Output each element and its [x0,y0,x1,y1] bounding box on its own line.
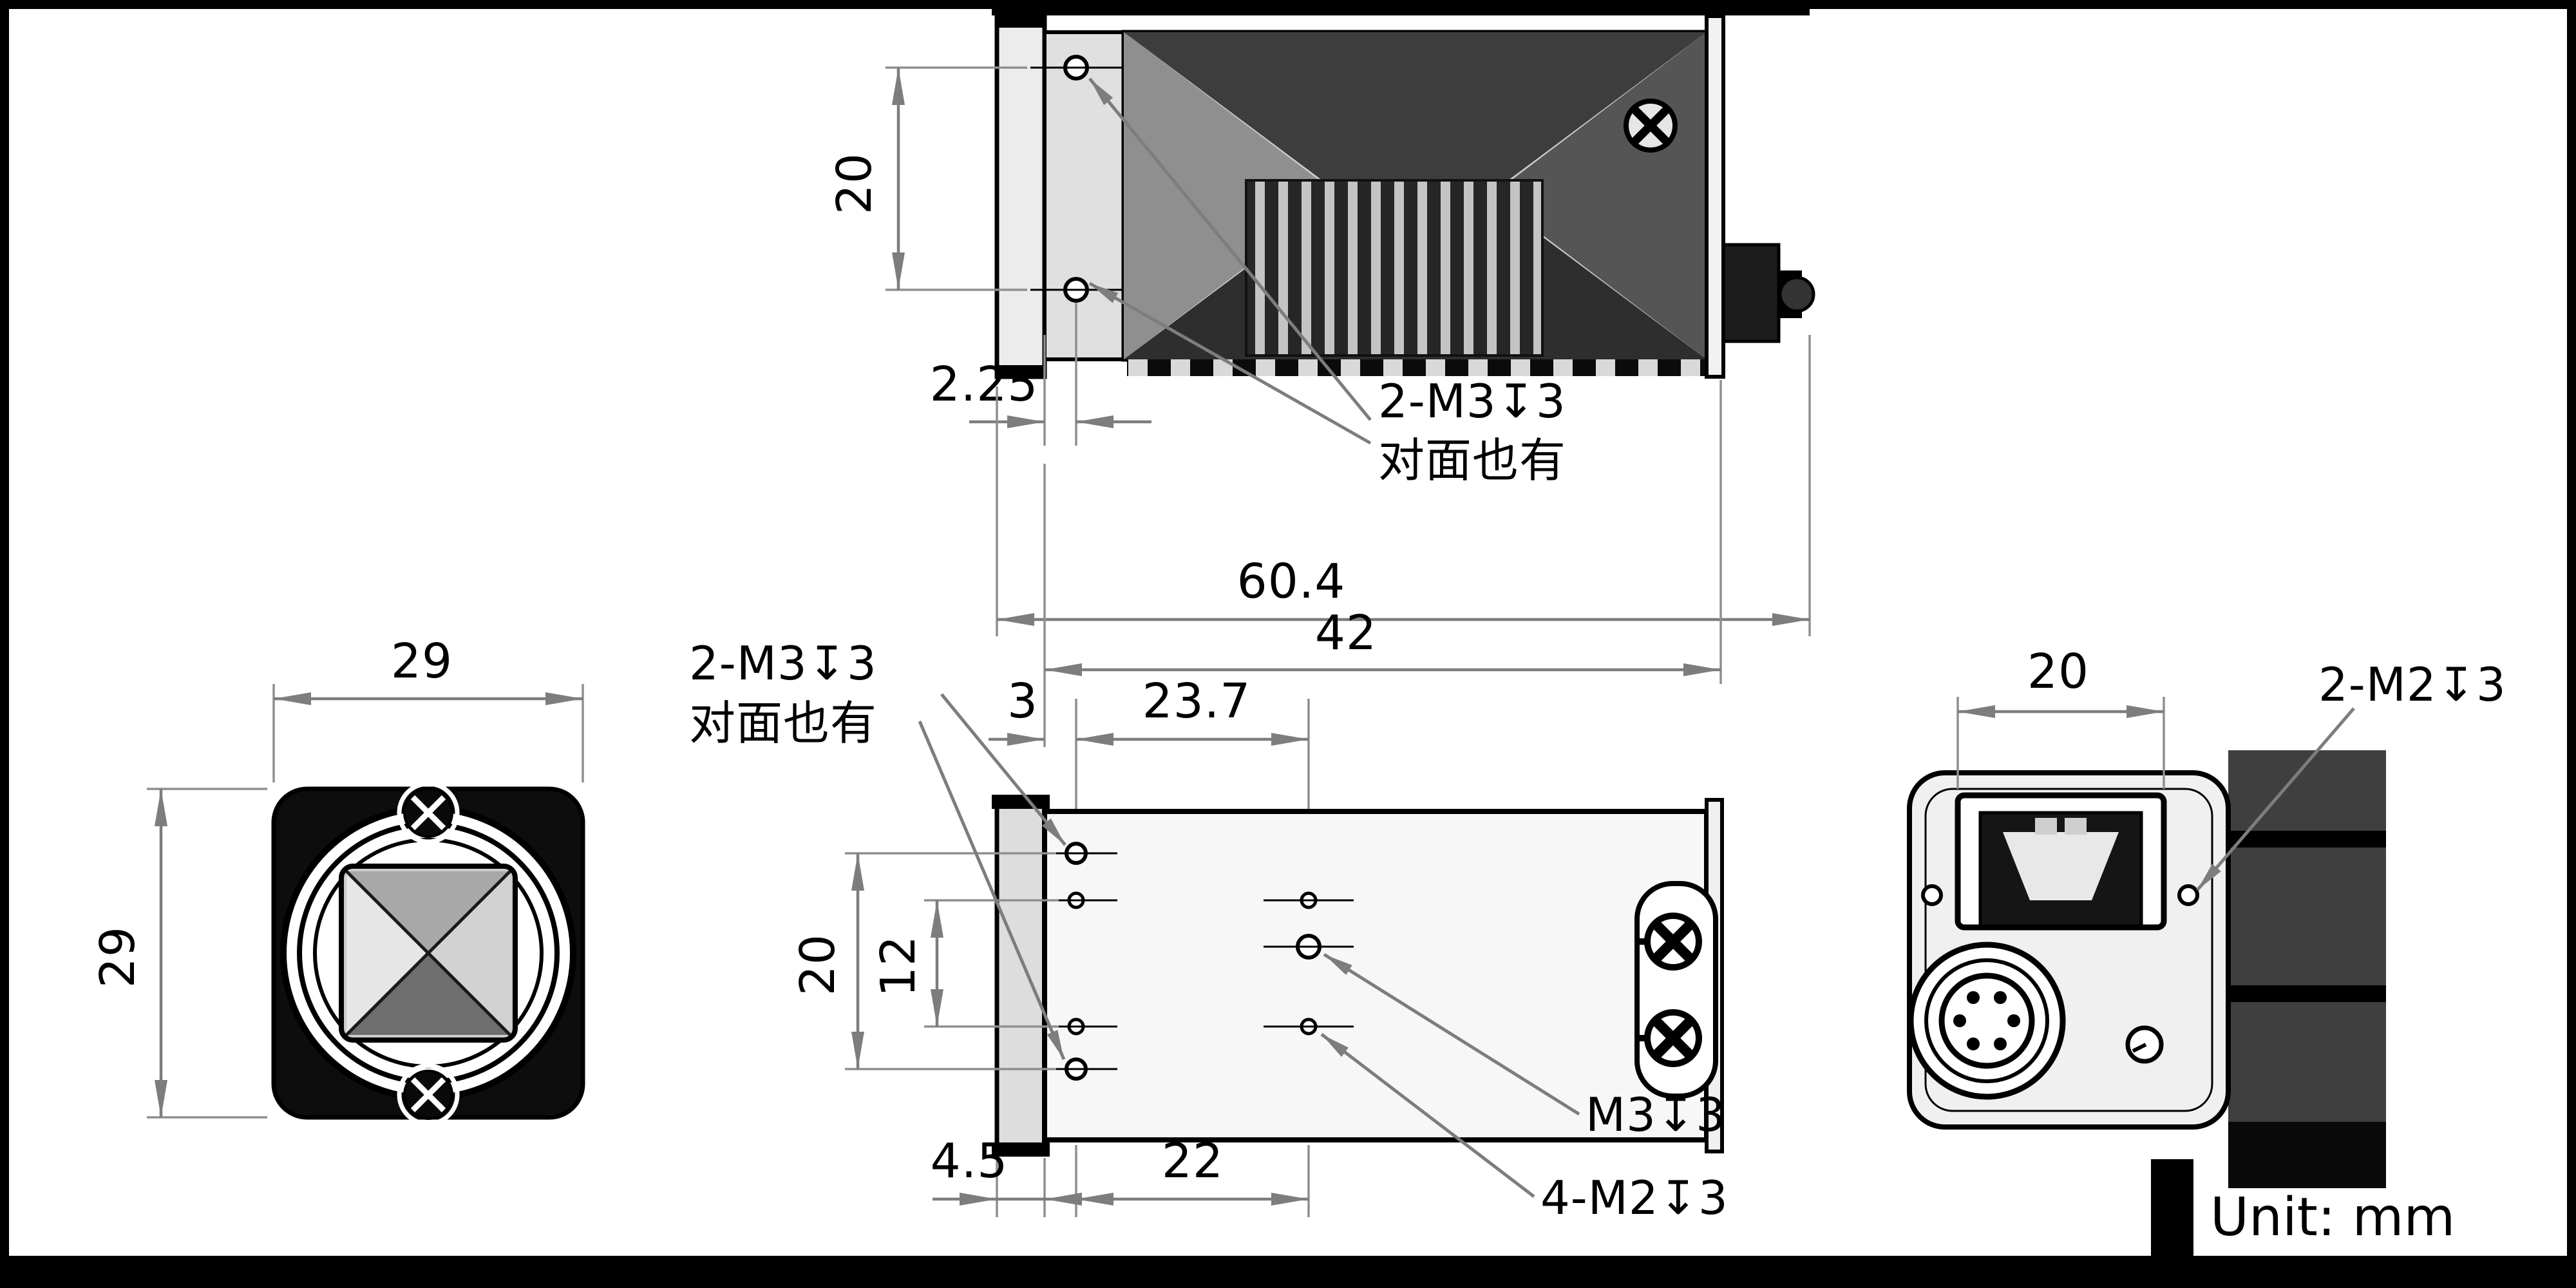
dim-label-hole-columns: 22 [1162,1133,1224,1189]
top-view-screw [1624,99,1678,153]
rear-view: 20 2-M2↧3 [1907,644,2506,1188]
rear-connector [1955,792,2167,931]
leader-4-m2 [1320,1033,1535,1198]
side-thread-note-line2: 对面也有 [689,696,877,750]
border-left [0,0,9,1288]
top-view-flange [994,14,1047,379]
dim-label-top-hole-offset: 2.25 [930,357,1039,412]
connector-thumbscrew [1778,276,1815,313]
side-thread-note-line1: 2-M3↧3 [689,636,877,690]
leader-top-note-2 [1088,281,1372,445]
heatsink-fins [1245,179,1544,357]
side-view: 20 12 4.5 22 2-M3↧3 对面也有 M3↧3 4-M2↧3 [689,636,1728,1225]
leader-top-note-1 [1088,77,1372,421]
flange-lip-top [997,16,1045,28]
side-view-body [1042,809,1709,1142]
top-thread-note-line1: 2-M3↧3 [1378,374,1566,428]
top-view-bezel [1043,30,1126,361]
side-flange-lip-bottom [992,1142,1050,1157]
rear-hole-m2-left [1921,884,1943,906]
body-shade-top [1124,32,1707,193]
body-shade-left [1124,32,1340,359]
leader-side-m3-bottom [918,721,1066,1060]
power-connector [1908,942,2066,1100]
leader-rear-m2 [2196,707,2355,891]
sensor-window [339,864,518,1043]
led-indicator [2125,1025,2164,1064]
front-view: 29 29 [90,634,585,1126]
leader-side-m3-top [940,693,1066,846]
dim-label-front-height: 29 [90,926,146,988]
front-screw-bottom [397,1063,460,1126]
dim-label-overall-length: 60.4 [1237,554,1346,609]
rear-hole-m2-right [2177,884,2199,906]
dim-label-flange-thickness: 4.5 [931,1133,1009,1189]
top-view: 20 2.25 2-M3↧3 对面也有 [827,14,1815,488]
border-right [2567,0,2576,1288]
dim-label-side-hole-spacing-inner: 12 [871,935,926,997]
dim-label-connector-width: 20 [2027,644,2089,699]
unit-label: Unit: mm [2210,1187,2455,1248]
footer: Unit: mm [2151,1159,2455,1256]
border-bottom [0,1256,2576,1288]
slab-band-2 [2228,985,2386,1002]
dim-label-front-hole-offset: 3 [1007,674,1038,729]
top-view-connector [1721,243,1781,343]
top-view-rear-plate [1705,14,1725,379]
slab-band-1 [2228,831,2386,848]
slab-band-3 [2228,1122,2386,1188]
center-thread-note: M3↧3 [1586,1088,1726,1142]
side-screw-top [1634,913,1702,971]
top-thread-note-line2: 对面也有 [1378,433,1566,488]
dim-label-body-length: 42 [1315,605,1377,661]
side-flange-lip-top [992,795,1050,809]
dim-label-front-width: 29 [391,634,453,689]
dim-label-hole-span: 23.7 [1142,674,1251,729]
footer-black-bar [2151,1159,2193,1256]
rear-view-inner-contour [1924,788,2213,1112]
bottom-dashed-strip [1127,359,1707,376]
dimension-stack: 60.4 42 3 23.7 [989,335,1811,895]
leader-center-m3 [1323,952,1580,1116]
flange-lip-bottom [997,365,1045,377]
rear-thread-note: 2-M2↧3 [2318,658,2506,712]
side-screw-bottom [1634,1009,1702,1067]
dim-label-top-hole-spacing: 20 [827,153,882,214]
front-screw-top [397,781,460,844]
border-top-thick [992,0,1810,15]
dim-label-side-hole-spacing-outer: 20 [790,934,846,996]
corner-thread-note: 4-M2↧3 [1540,1171,1728,1225]
